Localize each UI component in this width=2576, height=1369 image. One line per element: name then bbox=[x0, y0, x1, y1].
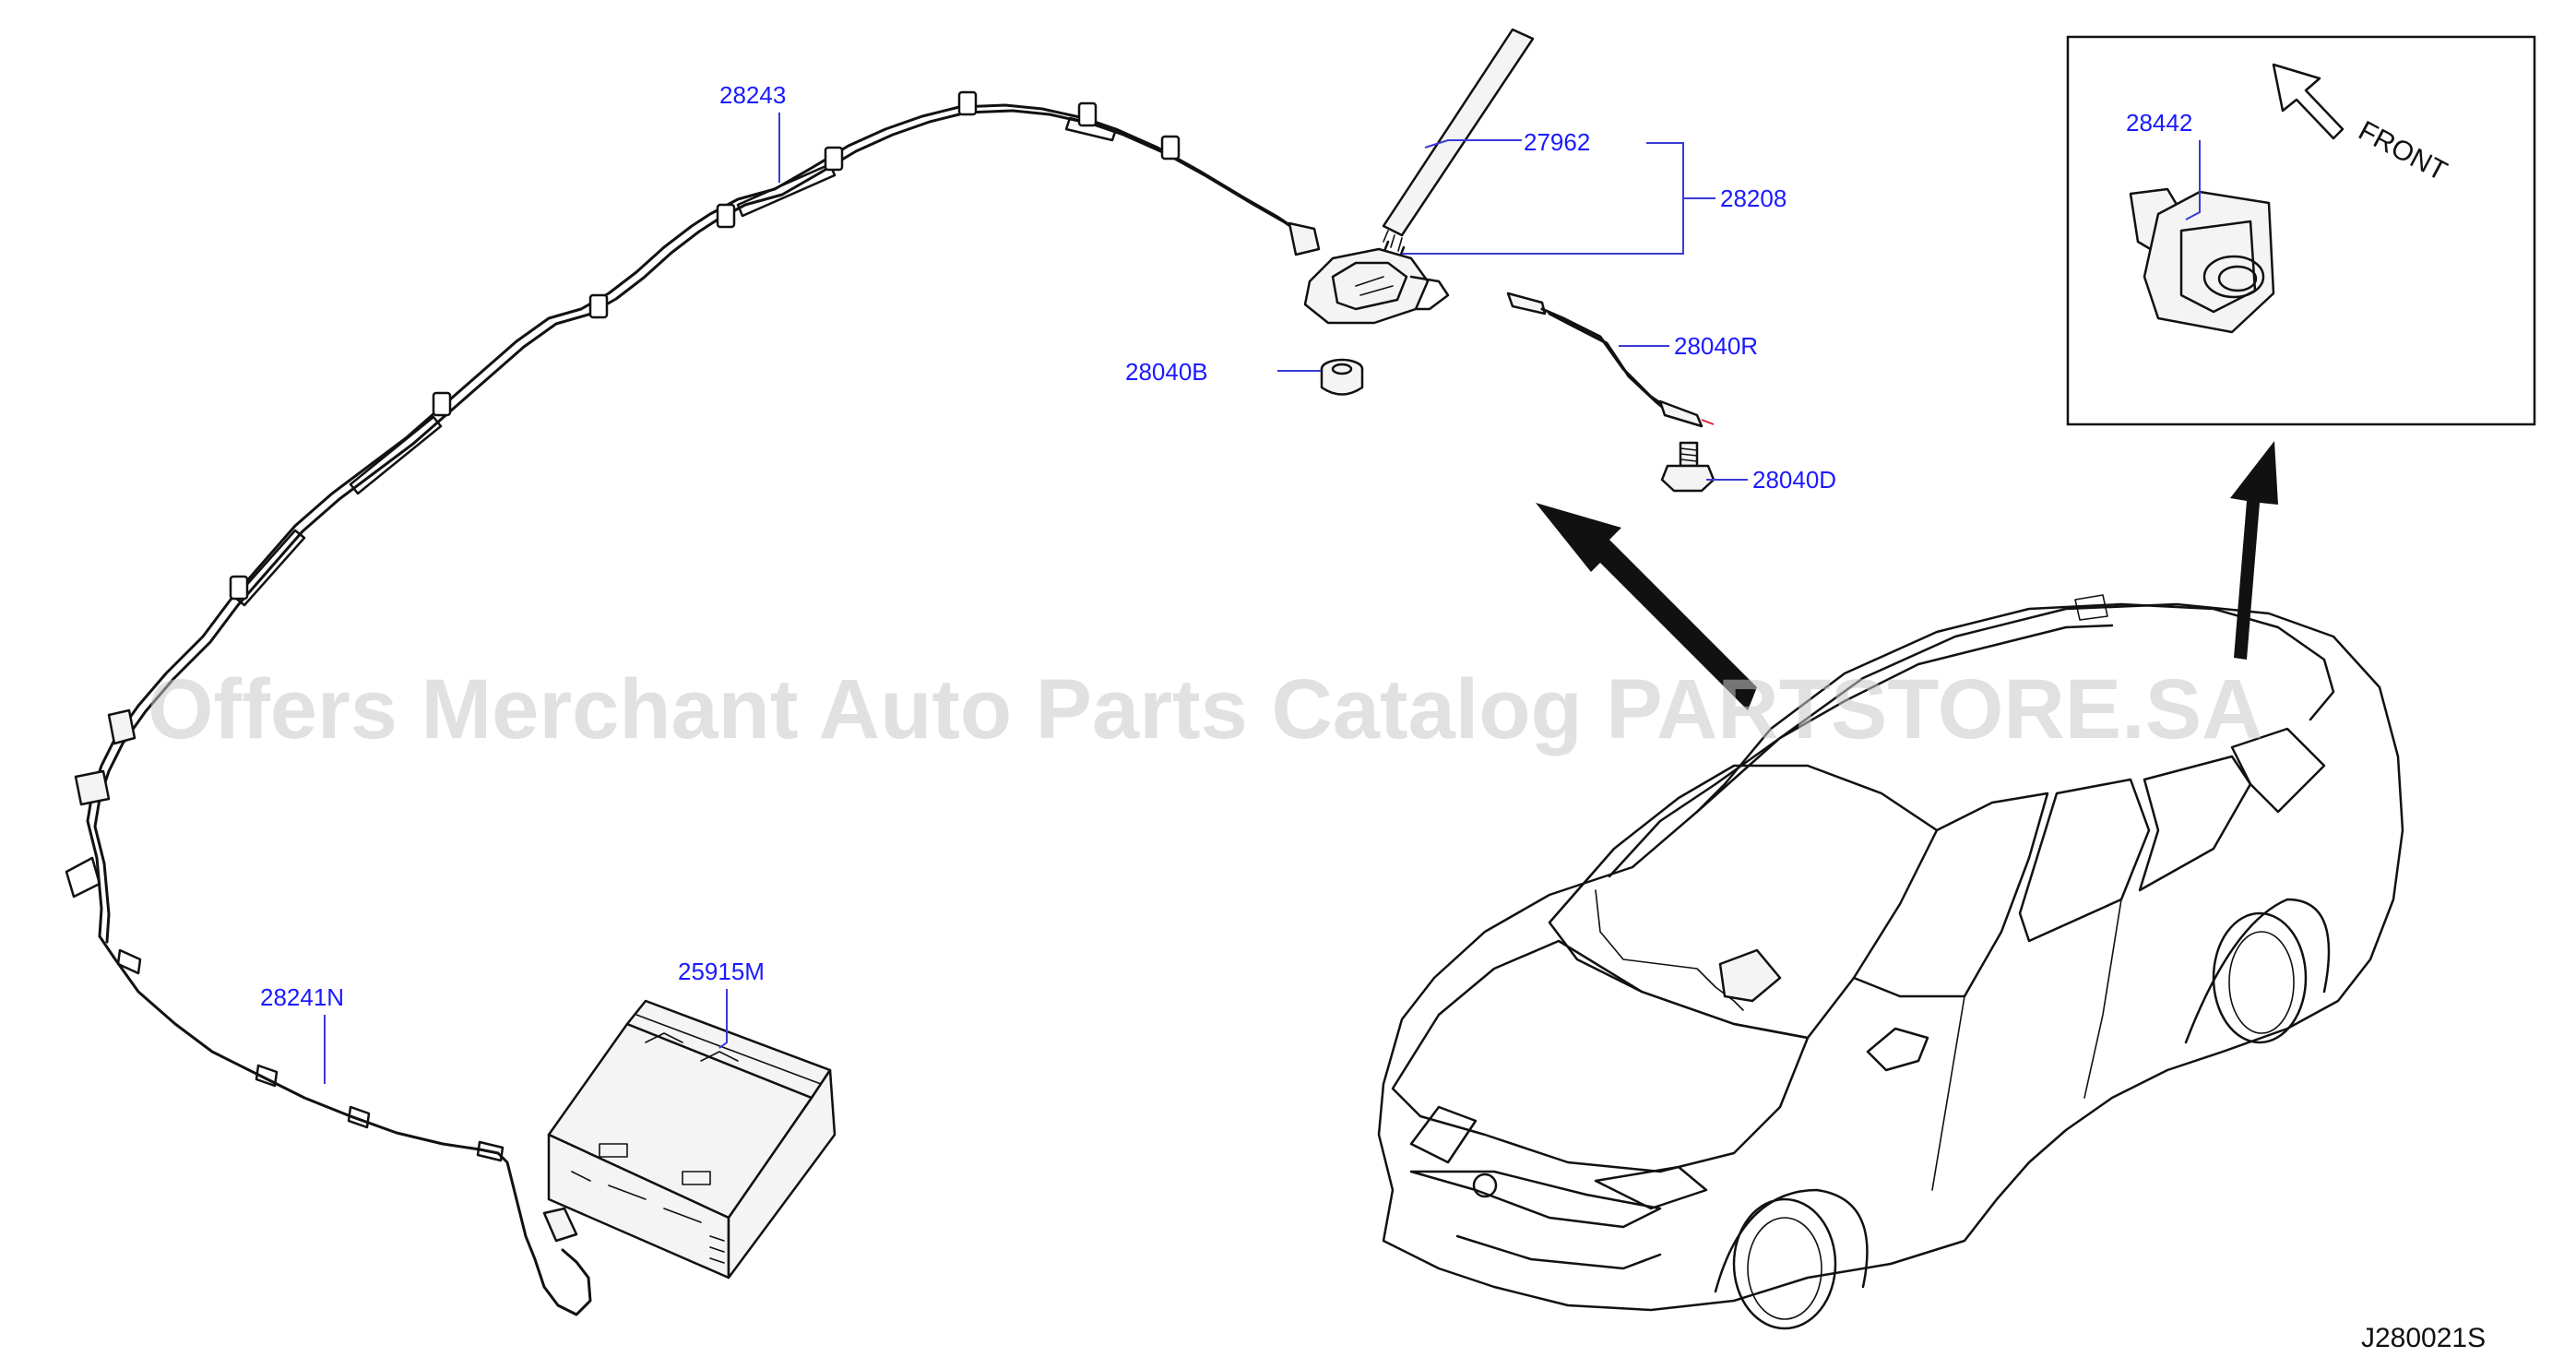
antenna-rod bbox=[1380, 28, 1535, 266]
antenna-feeder-cable bbox=[65, 90, 1321, 1316]
front-arrow bbox=[2272, 63, 2345, 140]
ground-bolt bbox=[1660, 441, 1715, 493]
vehicle-outline bbox=[1377, 594, 2404, 1330]
part-label-28040r: 28040R bbox=[1674, 332, 1758, 360]
watermark: Offers Merchant Auto Parts Catalog PARTS… bbox=[148, 662, 2263, 756]
part-label-28040d: 28040D bbox=[1752, 466, 1836, 494]
leader-lines bbox=[324, 113, 2201, 1084]
pointer-arrows bbox=[1536, 441, 2278, 710]
diagram-reference: J280021S bbox=[2361, 1323, 2486, 1353]
part-label-28243: 28243 bbox=[719, 81, 786, 109]
part-label-28208: 28208 bbox=[1720, 185, 1787, 212]
part-label-28040b: 28040B bbox=[1125, 358, 1208, 386]
inset-box bbox=[2066, 35, 2536, 426]
audio-unit bbox=[547, 999, 837, 1280]
part-label-28241n: 28241N bbox=[260, 983, 344, 1011]
antenna-nut bbox=[1320, 358, 1364, 396]
part-label-27962: 27962 bbox=[1524, 128, 1590, 156]
ground-lead-cable bbox=[1506, 292, 1715, 428]
part-label-28442: 28442 bbox=[2126, 109, 2192, 137]
part-label-25915m: 25915M bbox=[678, 958, 765, 985]
antenna-base bbox=[1303, 247, 1450, 325]
